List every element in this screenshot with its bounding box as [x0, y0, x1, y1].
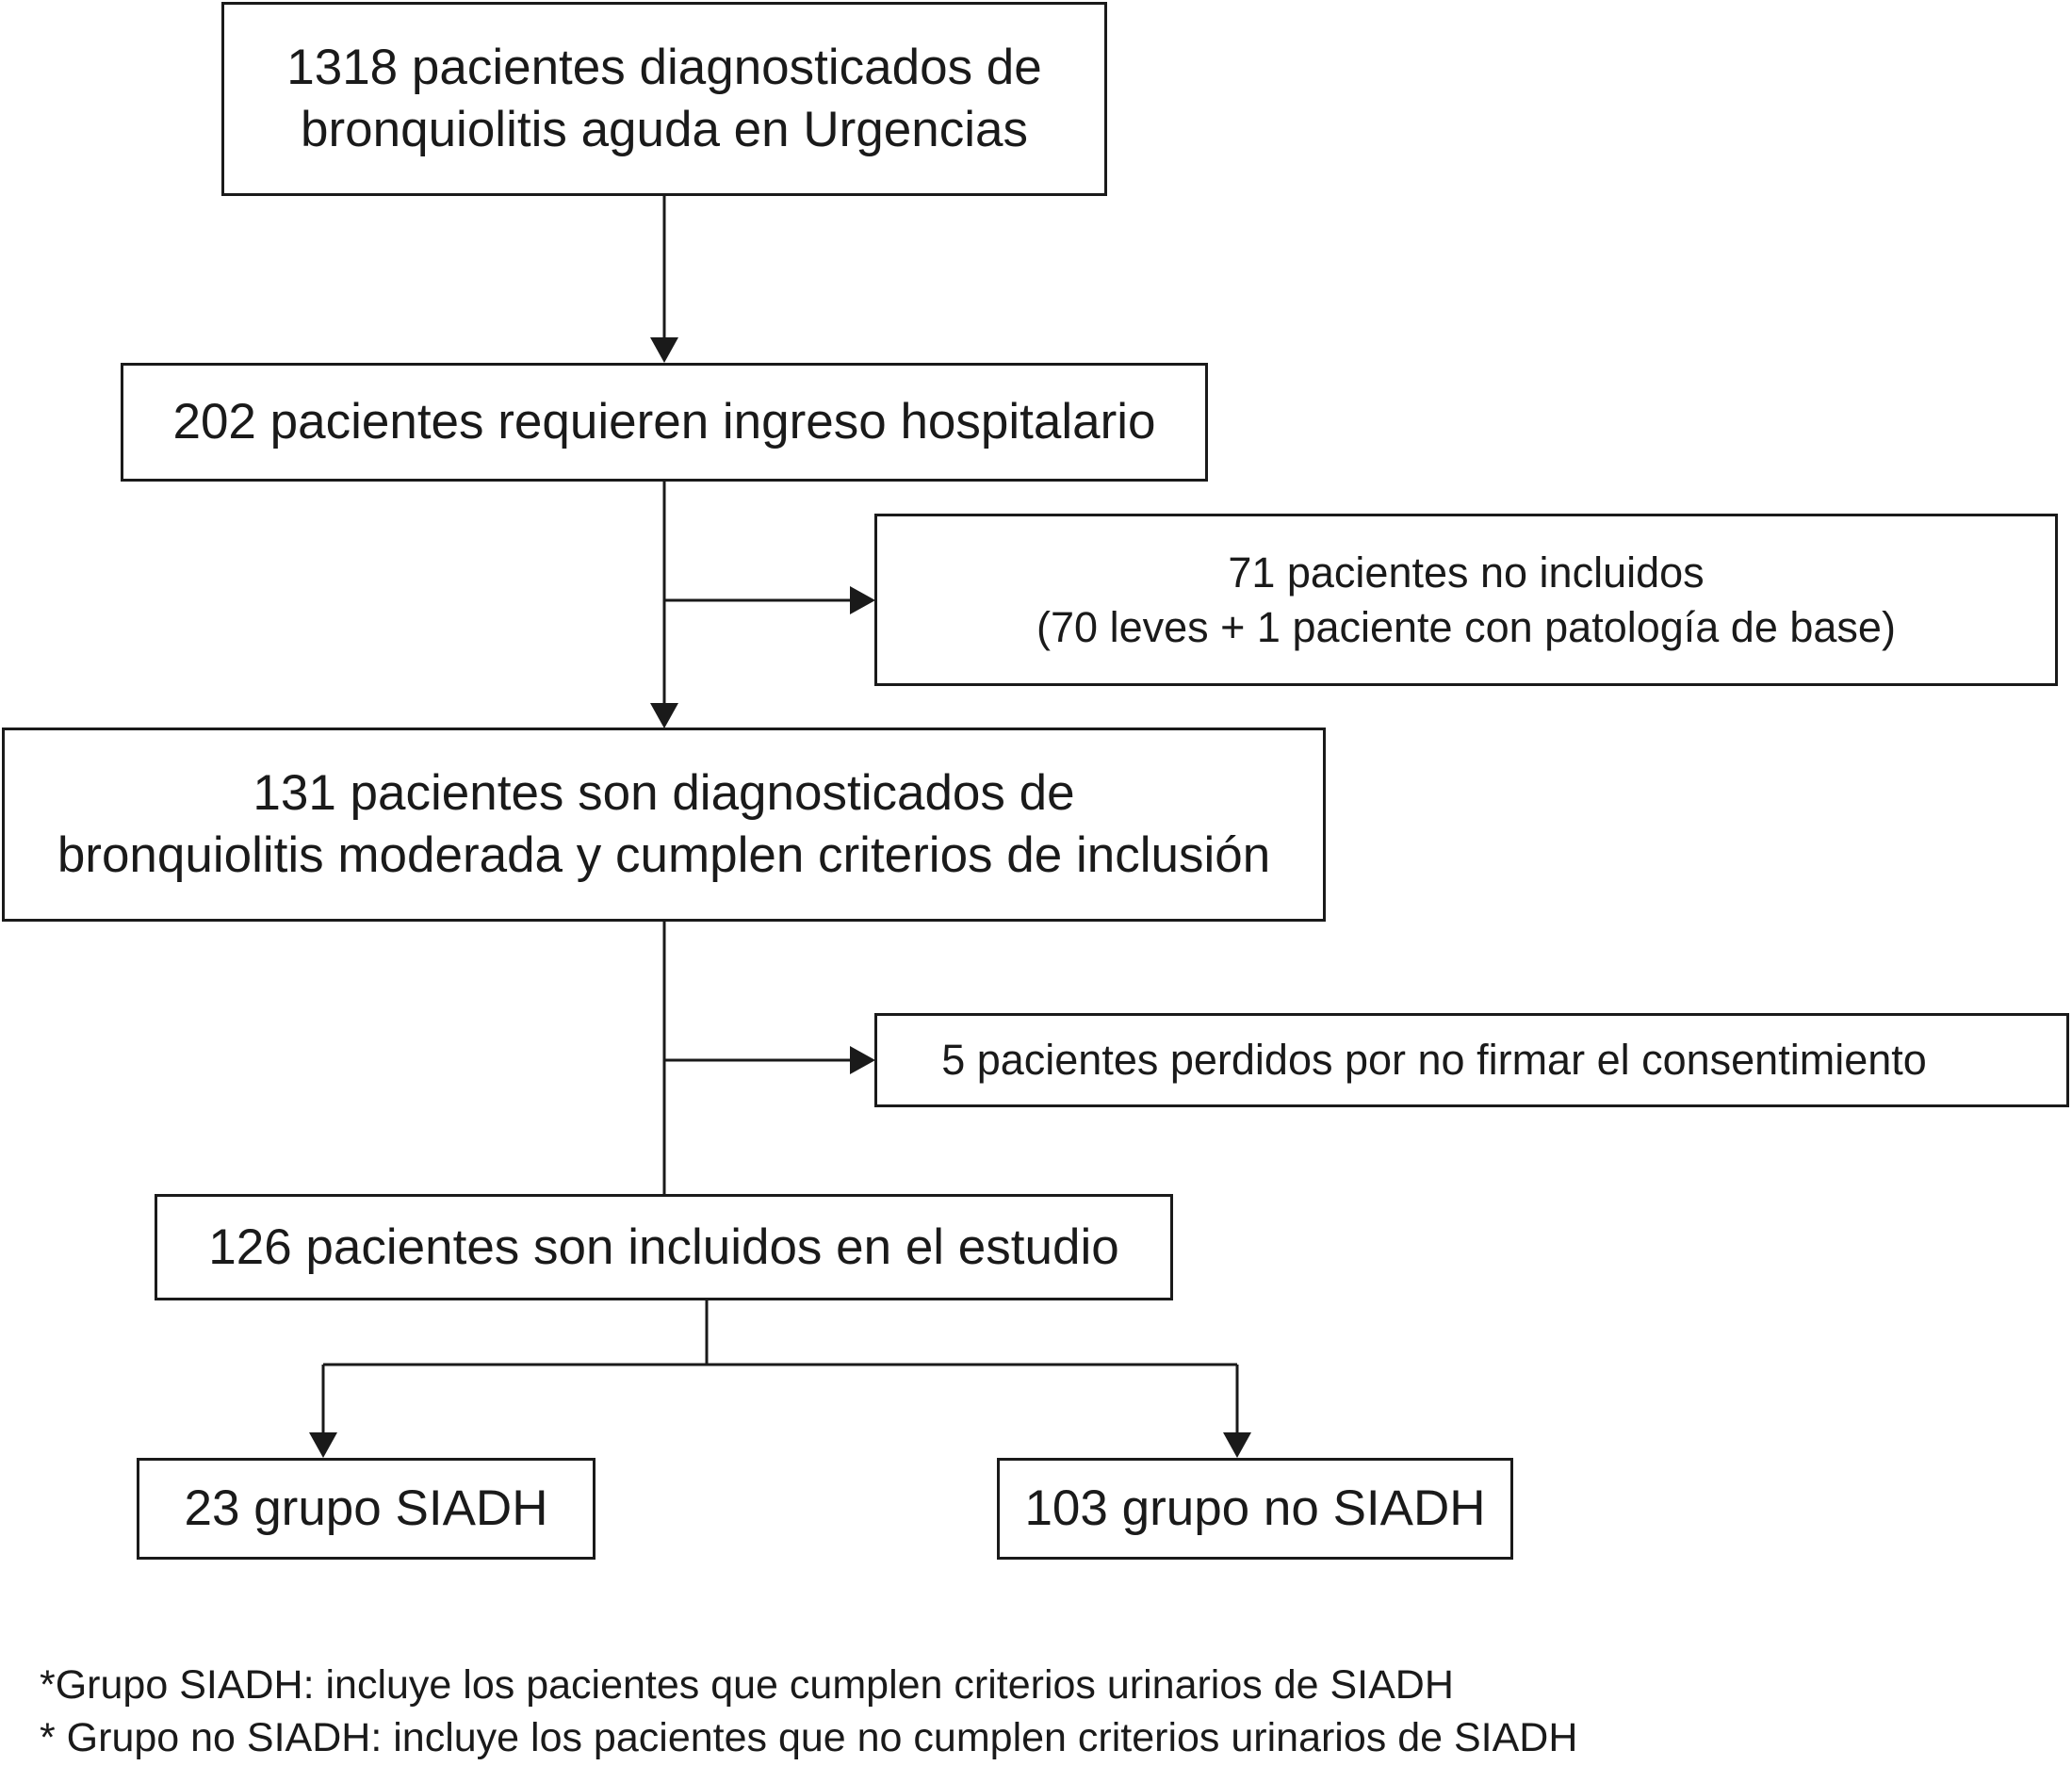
box-admitted-line1: 202 pacientes requieren ingreso hospital… [172, 394, 1156, 450]
arrowhead-right-71 [850, 586, 875, 614]
box-screened-patients: 1318 pacientes diagnosticados de bronqui… [221, 2, 1107, 196]
box-not-included-line2: (70 leves + 1 paciente con patología de … [1036, 602, 1896, 651]
arrowhead-down-131 [650, 703, 678, 728]
box-group-siadh: 23 grupo SIADH [137, 1458, 595, 1560]
box-lost-patients: 5 pacientes perdidos por no firmar el co… [874, 1013, 2069, 1107]
footnote-no-siadh: * Grupo no SIADH: incluye los pacientes … [40, 1715, 1578, 1760]
box-group-siadh-line1: 23 grupo SIADH [184, 1480, 548, 1536]
box-included-patients: 126 pacientes son incluidos en el estudi… [155, 1194, 1173, 1300]
box-admitted-patients: 202 pacientes requieren ingreso hospital… [121, 363, 1208, 482]
arrowhead-down-202 [650, 337, 678, 363]
box-lost-line1: 5 pacientes perdidos por no firmar el co… [941, 1036, 1927, 1084]
box-not-included-line1: 71 pacientes no incluidos [1228, 548, 1705, 597]
footnote-siadh: *Grupo SIADH: incluye los pacientes que … [40, 1662, 1454, 1708]
box-screened-line2: bronquiolitis aguda en Urgencias [301, 102, 1028, 157]
box-group-no-siadh-line1: 103 grupo no SIADH [1024, 1480, 1486, 1536]
arrowhead-down-siadh [309, 1432, 337, 1458]
arrowhead-right-5 [850, 1046, 875, 1074]
box-group-no-siadh: 103 grupo no SIADH [997, 1458, 1513, 1560]
box-included-line1: 126 pacientes son incluidos en el estudi… [208, 1218, 1119, 1275]
box-moderate-patients: 131 pacientes son diagnosticados de bron… [2, 728, 1326, 922]
box-screened-line1: 1318 pacientes diagnosticados de [286, 40, 1042, 95]
arrowhead-down-no-siadh [1223, 1432, 1251, 1458]
box-moderate-line1: 131 pacientes son diagnosticados de [253, 765, 1075, 821]
box-moderate-line2: bronquiolitis moderada y cumplen criteri… [57, 827, 1271, 883]
box-not-included-patients: 71 pacientes no incluidos (70 leves + 1 … [874, 514, 2058, 686]
